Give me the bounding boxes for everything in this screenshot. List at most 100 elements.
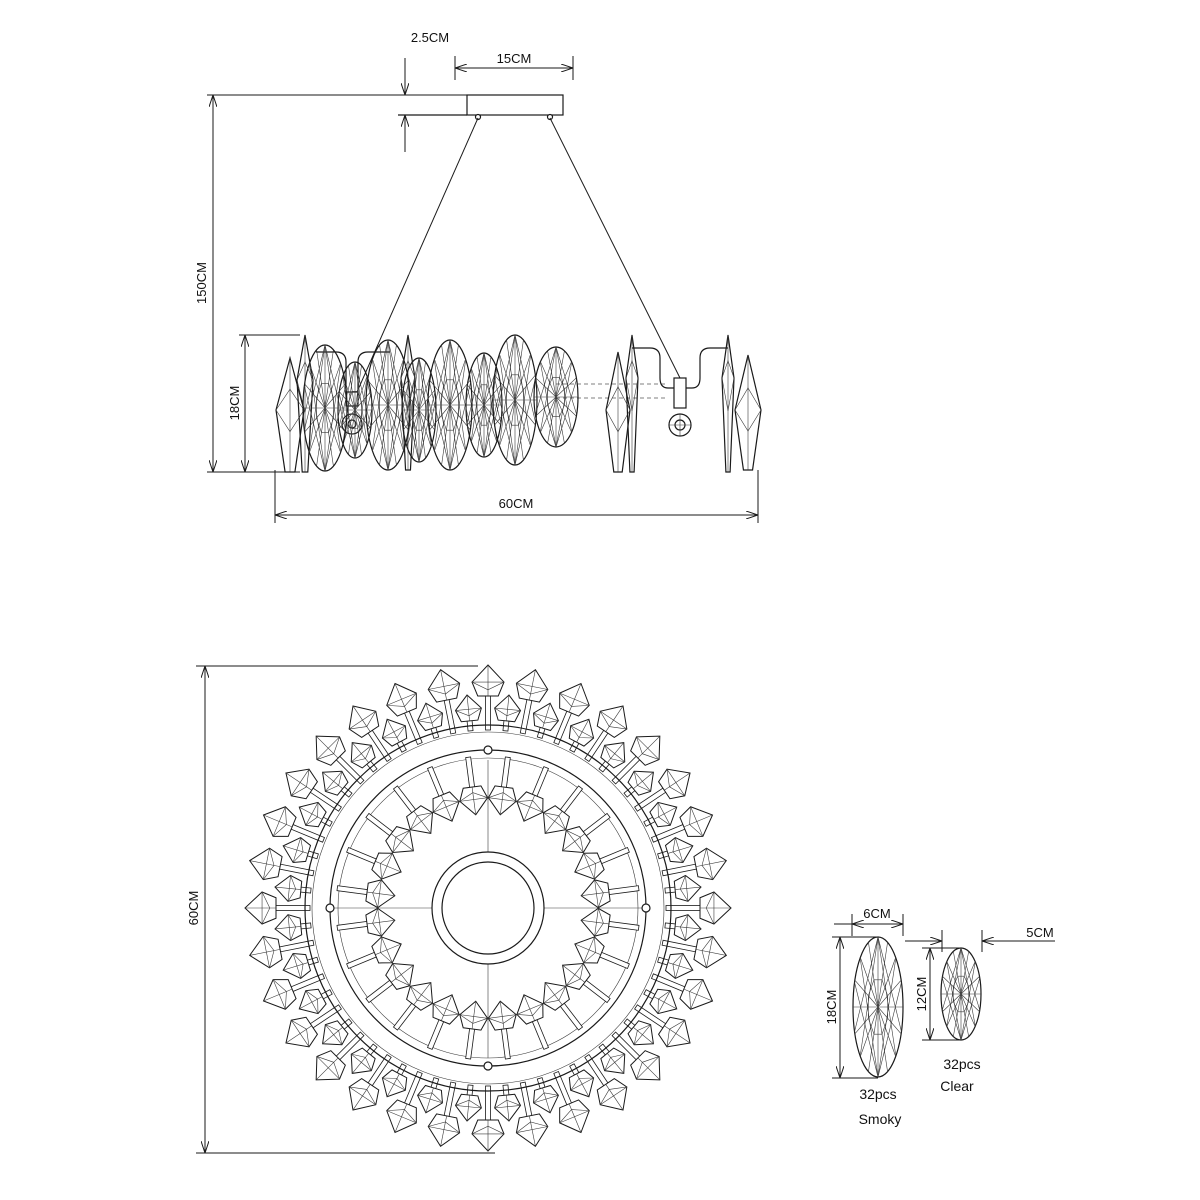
side-crystal-oval-facet [387, 339, 409, 428]
side-crystal-oval-facet [494, 334, 516, 423]
smoky-crystal-drawing-facet [877, 1006, 888, 1072]
side-crystal-oval-facet [467, 404, 485, 426]
side-crystal-oval-facet [367, 404, 389, 431]
top-crystal-outer-stem [650, 823, 688, 843]
side-crystal-oval-facet [324, 407, 334, 467]
top-crystal-second-layer [623, 770, 654, 798]
side-crystal-oval-facet [418, 357, 432, 447]
top-crystal-outer [285, 768, 342, 812]
side-crystal-edge-facet [605, 386, 631, 411]
side-crystal-edge-facet [721, 377, 735, 411]
left-hub-arm [316, 351, 347, 394]
side-crystal-oval-facet [535, 396, 557, 417]
top-crystal-inner [459, 1000, 489, 1060]
side-crystal-oval-facet [387, 339, 405, 451]
top-crystal-inner-facet [392, 830, 410, 853]
side-crystal-oval-facet [555, 361, 572, 398]
top-crystal-second-layer [322, 770, 353, 798]
top-crystal-outer-facet [263, 814, 293, 828]
top-crystal-second-layer [274, 914, 312, 942]
side-crystal-oval-facet [449, 404, 459, 466]
top-crystal-inner-facet [433, 801, 460, 813]
top-crystal-outer-facet [285, 1025, 312, 1044]
top-crystal-outer-facet [316, 736, 340, 760]
side-crystal-oval-facet [514, 374, 536, 401]
side-crystal-oval-facet [555, 346, 573, 433]
top-crystal-inner-facet [410, 812, 433, 830]
top-crystal-second-layer [598, 742, 626, 773]
top-crystal-outer [584, 1054, 628, 1111]
top-crystal-second-layer-facet [494, 707, 521, 717]
top-crystal-inner-facet [377, 879, 382, 908]
side-crystal-oval-facet [449, 382, 471, 471]
top-crystal-outer-facet [386, 1109, 417, 1124]
top-crystal-inner [365, 812, 415, 854]
side-crystal-oval-facet [555, 396, 577, 417]
side-view-crystals [275, 334, 762, 473]
top-crystal-inner-facet [432, 1003, 460, 1016]
suspension-cable-left [356, 117, 479, 393]
top-crystal-second-layer [454, 1084, 482, 1122]
top-crystal-outer-facet [471, 681, 505, 691]
clear-crystal-drawing-facet [946, 993, 962, 1027]
top-crystal-inner-facet [574, 943, 601, 955]
side-crystal-oval-facet [483, 356, 492, 406]
side-crystal-oval-facet [338, 393, 356, 459]
top-crystal-outer-facet [428, 682, 460, 690]
smoky-crystal-drawing-facet [877, 1006, 896, 1057]
top-crystal-outer [285, 1004, 342, 1048]
top-crystal-second-layer-facet [494, 1105, 521, 1109]
smoky-crystal-drawing-facet [877, 980, 902, 1008]
top-crystal-inner [487, 756, 517, 816]
side-crystal-oval-facet [342, 361, 356, 444]
side-crystal-oval-facet [342, 409, 356, 445]
dimension-drop-height: 150CM [194, 94, 467, 473]
top-crystal-outer [661, 935, 728, 969]
top-crystal-second-layer [350, 742, 378, 773]
top-crystal-outer-stem [403, 708, 423, 746]
top-crystal-second-layer [664, 874, 702, 902]
top-crystal-second-layer-facet [466, 695, 470, 721]
top-crystal-inner-facet [523, 994, 535, 1021]
clear-crystal-detail: 5CM 12CM 32pcs Clear [905, 925, 1055, 1094]
top-crystal-inner-facet [488, 1014, 517, 1019]
top-crystal-outer-facet [516, 683, 548, 695]
side-crystal-edge-facet [275, 388, 305, 411]
top-crystal-inner [336, 879, 396, 909]
side-crystal-oval-facet [387, 404, 409, 431]
top-crystal-inner [346, 936, 402, 970]
cable-anchor-right [546, 113, 554, 121]
side-crystal-oval-facet [555, 350, 565, 398]
top-crystal-second-layer-facet [604, 745, 625, 763]
top-crystal-outer [611, 1031, 661, 1081]
side-crystal-oval-facet [387, 404, 404, 452]
top-crystal-second-layer-facet [305, 802, 319, 826]
top-crystal-second-layer-facet [351, 745, 372, 763]
top-crystal-inner-facet [471, 1001, 477, 1029]
top-crystal-outer-facet [600, 710, 628, 730]
top-crystal-inner-facet [499, 787, 505, 815]
top-crystal-inner [459, 756, 489, 816]
top-crystal-inner-facet [367, 891, 395, 897]
top-crystal-second-layer [657, 953, 694, 979]
top-crystal-inner [580, 907, 640, 937]
top-crystal-outer-facet [599, 711, 627, 730]
side-crystal-edge [275, 355, 305, 473]
clear-crystal-drawing-facet [942, 976, 962, 995]
top-crystal-inner-facet [410, 986, 433, 1004]
top-crystal-inner [580, 879, 640, 909]
clear-crystal-drawing-facet [960, 947, 976, 1027]
top-crystal-second-layer-facet [633, 1024, 651, 1045]
top-crystal-inner-facet [566, 830, 584, 853]
top-crystal-inner-facet [413, 982, 432, 1005]
side-crystal-oval-facet [429, 382, 451, 471]
top-crystal-inner-facet [380, 936, 393, 964]
side-view: 2.5CM 15CM 150CM 18CM 60CM [194, 30, 762, 523]
top-crystal-inner-facet [392, 963, 410, 986]
top-crystal-second-layer-facet [685, 875, 689, 902]
top-crystal-outer [650, 806, 714, 843]
top-crystal-outer-facet [666, 769, 685, 797]
top-crystal-outer-facet [285, 772, 312, 791]
top-crystal-inner [392, 981, 434, 1031]
top-crystal-second-layer-facet [382, 1077, 406, 1091]
